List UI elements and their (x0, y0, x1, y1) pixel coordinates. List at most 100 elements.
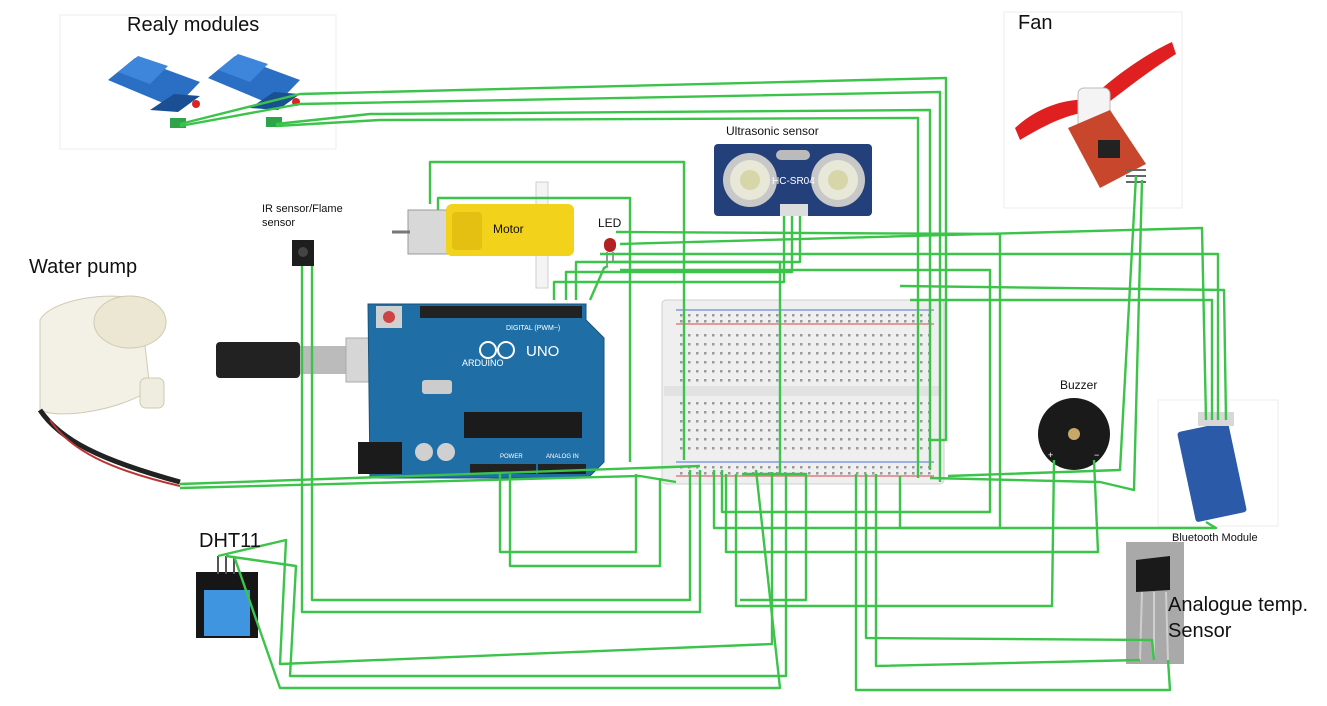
breadboard-hole (896, 361, 899, 364)
breadboard-hole (736, 334, 739, 337)
breadboard-hole (848, 379, 851, 382)
breadboard-hole (688, 429, 691, 432)
breadboard-hole (784, 429, 787, 432)
breadboard-hole (808, 402, 811, 405)
breadboard-rail-hole (760, 314, 763, 317)
breadboard-rail-hole (872, 472, 875, 475)
breadboard-hole (800, 447, 803, 450)
breadboard-hole (840, 420, 843, 423)
breadboard-hole (856, 370, 859, 373)
wire (552, 216, 786, 300)
breadboard-hole (688, 352, 691, 355)
breadboard-hole (784, 411, 787, 414)
breadboard-hole (920, 361, 923, 364)
breadboard-hole (840, 402, 843, 405)
ir-sensor (292, 240, 314, 266)
breadboard-rail-hole (912, 314, 915, 317)
breadboard-hole (864, 379, 867, 382)
breadboard-hole (800, 429, 803, 432)
breadboard-hole (792, 411, 795, 414)
breadboard-hole (728, 438, 731, 441)
bluetooth-label: Bluetooth Module (1172, 532, 1258, 544)
breadboard-hole (888, 447, 891, 450)
breadboard-rail-hole (880, 466, 883, 469)
breadboard-hole (752, 343, 755, 346)
wire (498, 474, 638, 554)
breadboard-rail-hole (808, 320, 811, 323)
breadboard-rail-hole (768, 320, 771, 323)
breadboard-hole (776, 334, 779, 337)
breadboard-hole (824, 429, 827, 432)
breadboard-hole (912, 420, 915, 423)
breadboard-hole (760, 411, 763, 414)
breadboard-hole (752, 420, 755, 423)
breadboard-hole (744, 352, 747, 355)
breadboard-hole (816, 352, 819, 355)
breadboard-hole (752, 370, 755, 373)
breadboard-hole (736, 429, 739, 432)
breadboard-hole (752, 334, 755, 337)
breadboard-hole (904, 429, 907, 432)
wire (734, 459, 1056, 608)
breadboard-rail-hole (880, 320, 883, 323)
breadboard-hole (784, 370, 787, 373)
breadboard-hole (840, 370, 843, 373)
breadboard-rail-hole (736, 472, 739, 475)
breadboard-hole (880, 370, 883, 373)
arduino-digital-label: DIGITAL (PWM~) (506, 325, 560, 332)
breadboard-hole (912, 447, 915, 450)
breadboard-hole (704, 343, 707, 346)
breadboard-hole (864, 420, 867, 423)
breadboard-rail-hole (752, 466, 755, 469)
breadboard-hole (712, 447, 715, 450)
breadboard-rail-hole (776, 314, 779, 317)
breadboard-hole (744, 429, 747, 432)
wire (614, 260, 782, 474)
breadboard-rail-hole (840, 472, 843, 475)
breadboard-hole (832, 429, 835, 432)
breadboard-hole (856, 352, 859, 355)
motor (392, 181, 574, 289)
breadboard-hole (920, 379, 923, 382)
breadboard-hole (808, 379, 811, 382)
breadboard-hole (792, 352, 795, 355)
breadboard-rail-hole (712, 320, 715, 323)
breadboard-hole (912, 402, 915, 405)
breadboard-hole (896, 447, 899, 450)
breadboard-rail-hole (912, 472, 915, 475)
breadboard-hole (912, 334, 915, 337)
breadboard-hole (840, 379, 843, 382)
breadboard-rail-hole (856, 314, 859, 317)
breadboard-hole (752, 447, 755, 450)
breadboard-hole (784, 352, 787, 355)
breadboard-hole (904, 411, 907, 414)
breadboard-rail-hole (888, 466, 891, 469)
breadboard-hole (736, 411, 739, 414)
breadboard-hole (784, 334, 787, 337)
breadboard-hole (696, 420, 699, 423)
breadboard-hole (800, 370, 803, 373)
breadboard-hole (768, 411, 771, 414)
breadboard-rail-hole (784, 466, 787, 469)
breadboard-hole (832, 447, 835, 450)
breadboard-rail-hole (856, 472, 859, 475)
breadboard-hole (880, 438, 883, 441)
breadboard-hole (872, 352, 875, 355)
breadboard-rail-hole (696, 314, 699, 317)
breadboard-hole (728, 361, 731, 364)
buzzer: + − (1038, 398, 1110, 470)
breadboard-hole (816, 447, 819, 450)
breadboard-hole (688, 370, 691, 373)
breadboard-hole (912, 361, 915, 364)
breadboard-hole (712, 379, 715, 382)
breadboard-hole (776, 438, 779, 441)
breadboard-hole (752, 411, 755, 414)
breadboard-hole (848, 370, 851, 373)
breadboard-hole (784, 343, 787, 346)
breadboard-hole (752, 352, 755, 355)
breadboard-hole (904, 447, 907, 450)
dht11-label: DHT11 (199, 530, 261, 552)
breadboard-hole (736, 343, 739, 346)
breadboard-hole (904, 361, 907, 364)
breadboard-hole (888, 411, 891, 414)
